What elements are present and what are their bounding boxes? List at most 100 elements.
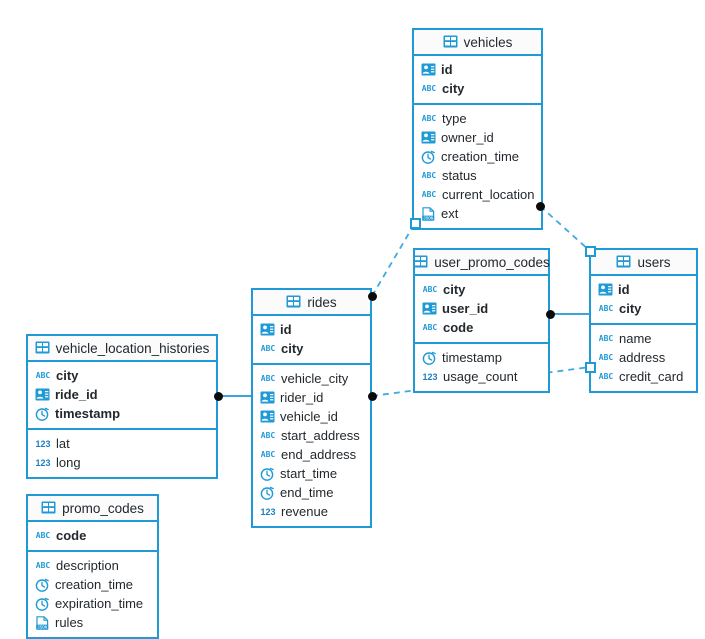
abc-icon: ABC: [422, 322, 438, 332]
field-label: timestamp: [442, 350, 502, 365]
primary-key-field: id: [414, 60, 541, 79]
field-label: end_time: [280, 485, 334, 500]
primary-key-field: timestamp: [28, 404, 216, 423]
column-field: creation_time: [414, 147, 541, 166]
json-icon: JSON: [35, 615, 50, 630]
primary-key-field: ABC city: [415, 280, 548, 299]
field-label: status: [442, 168, 477, 183]
abc-icon: ABC: [260, 449, 276, 459]
field-label: ext: [441, 206, 459, 221]
abc-icon: ABC: [598, 352, 614, 362]
relationship-one-endpoint: [584, 245, 596, 257]
table-icon: [413, 255, 428, 269]
abc-icon: ABC: [35, 560, 51, 570]
clock-icon: [421, 150, 436, 164]
entity-header[interactable]: rides: [253, 290, 370, 316]
key-id-icon: [598, 283, 613, 297]
key-id-icon: [421, 63, 436, 77]
abc-icon: ABC: [422, 284, 438, 294]
abc-icon: ABC: [421, 113, 437, 123]
entity-header[interactable]: promo_codes: [28, 496, 157, 522]
column-field: 123 long: [28, 453, 216, 472]
abc-icon: ABC: [35, 370, 51, 380]
column-field: end_time: [253, 483, 370, 502]
key-id-icon: [422, 302, 437, 316]
abc-icon: ABC: [598, 303, 614, 313]
column-field: timestamp: [415, 348, 548, 367]
table-icon: [443, 35, 458, 49]
abc-icon: ABC: [260, 430, 276, 440]
field-label: revenue: [281, 504, 328, 519]
relationship-many-endpoint: [545, 309, 555, 319]
entity-name: user_promo_codes: [434, 254, 550, 270]
entity-header[interactable]: users: [591, 250, 696, 276]
abc-icon: ABC: [35, 530, 51, 540]
key-id-icon: [35, 388, 50, 402]
table-icon: [41, 501, 56, 515]
table-icon: [616, 255, 631, 269]
key-id-icon: [260, 391, 275, 405]
field-label: start_address: [281, 428, 360, 443]
field-label: city: [442, 81, 465, 96]
svg-text:JSON: JSON: [423, 217, 433, 221]
column-field: ABC type: [414, 109, 541, 128]
field-label: id: [441, 62, 453, 77]
field-label: rider_id: [280, 390, 324, 405]
field-label: creation_time: [441, 149, 520, 164]
field-label: user_id: [442, 301, 489, 316]
field-label: id: [618, 282, 630, 297]
column-field: vehicle_id: [253, 407, 370, 426]
key-id-icon: [260, 323, 275, 337]
primary-key-field: ABC code: [28, 526, 157, 545]
table-icon: [35, 341, 50, 355]
entity-name: rides: [307, 294, 337, 310]
field-label: expiration_time: [55, 596, 144, 611]
field-label: code: [56, 528, 87, 543]
field-label: credit_card: [619, 369, 684, 384]
field-label: type: [442, 111, 467, 126]
relationship-many-endpoint: [535, 201, 545, 211]
column-field: expiration_time: [28, 594, 157, 613]
key-id-icon: [421, 131, 436, 145]
field-label: long: [56, 455, 81, 470]
relationship-many-endpoint: [367, 291, 377, 301]
entity-header[interactable]: user_promo_codes: [413, 250, 550, 276]
number-icon: 123: [35, 457, 51, 468]
field-label: city: [443, 282, 466, 297]
primary-key-field: ABC city: [591, 299, 696, 318]
field-label: vehicle_id: [280, 409, 338, 424]
column-field: start_time: [253, 464, 370, 483]
abc-icon: ABC: [260, 373, 276, 383]
entity-header[interactable]: vehicle_location_histories: [28, 336, 216, 362]
json-icon: JSON: [421, 206, 436, 221]
relationship-edge-vehicles-users: [539, 205, 591, 252]
relationship-many-endpoint: [213, 391, 223, 401]
field-label: ride_id: [55, 387, 98, 402]
field-label: timestamp: [55, 406, 121, 421]
entity-header[interactable]: vehicles: [414, 30, 541, 56]
column-field: owner_id: [414, 128, 541, 147]
clock-icon: [35, 578, 50, 592]
field-label: city: [619, 301, 642, 316]
